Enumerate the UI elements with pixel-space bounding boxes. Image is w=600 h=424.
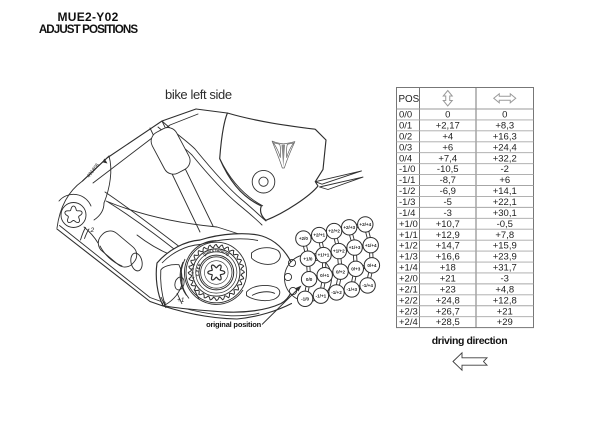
svg-text:1: 1	[195, 273, 200, 277]
svg-text:0: 0	[162, 301, 166, 308]
svg-text:+2/+3: +2/+3	[343, 225, 355, 230]
svg-text:+1/+1: +1/+1	[318, 253, 330, 258]
svg-text:+1/0: +1/0	[303, 256, 313, 261]
svg-text:+31,7: +31,7	[493, 263, 517, 274]
svg-text:+1: +1	[177, 297, 185, 304]
svg-text:+1/0: +1/0	[399, 219, 418, 230]
svg-text:+7,4: +7,4	[438, 153, 457, 164]
svg-text:-6,9: -6,9	[440, 186, 456, 197]
svg-text:-3: -3	[444, 208, 452, 219]
svg-text:0/+2: 0/+2	[336, 269, 346, 274]
svg-text:+2/1: +2/1	[399, 284, 418, 295]
svg-text:-1/0: -1/0	[399, 164, 415, 175]
svg-text:+30,1: +30,1	[493, 208, 517, 219]
svg-text:-1/+3: -1/+3	[346, 287, 357, 292]
svg-text:+6: +6	[442, 142, 453, 153]
svg-text:+8,3: +8,3	[495, 120, 514, 131]
svg-text:+2/+1: +2/+1	[313, 233, 325, 238]
svg-text:0/2: 0/2	[399, 131, 412, 142]
svg-text:+12,9: +12,9	[436, 230, 460, 241]
svg-text:+21: +21	[497, 306, 513, 317]
svg-text:0/0: 0/0	[306, 277, 313, 282]
svg-text:+22,1: +22,1	[493, 197, 517, 208]
svg-text:+2/2: +2/2	[399, 295, 418, 306]
svg-text:+12,8: +12,8	[493, 295, 517, 306]
svg-text:-8,7: -8,7	[440, 175, 456, 186]
svg-text:POS: POS	[399, 94, 420, 105]
svg-text:+23: +23	[440, 284, 456, 295]
svg-text:+1/1: +1/1	[399, 230, 418, 241]
svg-text:0/1: 0/1	[399, 120, 412, 131]
svg-text:3: 3	[196, 266, 202, 270]
svg-text:+1/+2: +1/+2	[333, 249, 345, 254]
svg-text:0/+3: 0/+3	[351, 266, 361, 271]
svg-text:+1/3: +1/3	[399, 252, 418, 263]
svg-text:+26,7: +26,7	[436, 306, 460, 317]
svg-text:+1/+4: +1/+4	[365, 243, 377, 248]
svg-text:-10,5: -10,5	[437, 164, 459, 175]
svg-text:+29: +29	[497, 317, 513, 328]
svg-text:+32,2: +32,2	[493, 153, 517, 164]
svg-text:0/4: 0/4	[399, 153, 412, 164]
svg-text:+15,9: +15,9	[493, 241, 517, 252]
svg-text:-1/+2: -1/+2	[331, 290, 342, 295]
svg-text:+1/2: +1/2	[399, 241, 418, 252]
svg-text:+16,3: +16,3	[493, 131, 517, 142]
svg-text:401806: 401806	[86, 162, 101, 179]
svg-text:+16,6: +16,6	[436, 252, 460, 263]
svg-text:-5: -5	[444, 197, 452, 208]
svg-text:0: 0	[502, 110, 507, 121]
svg-text:+6: +6	[499, 175, 510, 186]
svg-text:+2/+2: +2/+2	[328, 229, 340, 234]
svg-text:+1/+3: +1/+3	[349, 245, 361, 250]
svg-text:-1/1: -1/1	[399, 175, 415, 186]
svg-text:2: 2	[90, 227, 95, 234]
svg-text:+2/0: +2/0	[399, 273, 418, 284]
svg-text:+10,7: +10,7	[436, 219, 460, 230]
svg-text:0/+4: 0/+4	[367, 263, 377, 268]
svg-text:-1/3: -1/3	[399, 197, 415, 208]
svg-text:+21: +21	[440, 273, 456, 284]
svg-text:+14,7: +14,7	[436, 241, 460, 252]
svg-text:+2/0: +2/0	[299, 236, 309, 241]
svg-text:-1/4: -1/4	[399, 208, 415, 219]
svg-text:+24,4: +24,4	[493, 142, 517, 153]
svg-text:0/3: 0/3	[399, 142, 412, 153]
svg-text:-1/2: -1/2	[399, 186, 415, 197]
svg-text:+24,8: +24,8	[436, 295, 460, 306]
svg-text:+4,8: +4,8	[495, 284, 514, 295]
svg-text:-2: -2	[501, 164, 509, 175]
svg-text:+1/4: +1/4	[399, 263, 418, 274]
svg-text:+4: +4	[442, 131, 453, 142]
svg-text:-0,5: -0,5	[497, 219, 513, 230]
svg-text:0/0: 0/0	[399, 110, 412, 121]
svg-text:-1/0: -1/0	[301, 296, 309, 301]
svg-text:0: 0	[445, 110, 450, 121]
svg-text:-1/+1: -1/+1	[316, 293, 327, 298]
svg-text:+28,5: +28,5	[436, 317, 460, 328]
svg-text:+2/3: +2/3	[399, 306, 418, 317]
svg-text:gilles.tooling: gilles.tooling	[202, 248, 231, 257]
svg-text:+2/4: +2/4	[399, 317, 418, 328]
svg-text:+23,9: +23,9	[493, 252, 517, 263]
svg-text:+18: +18	[440, 263, 456, 274]
svg-text:-3: -3	[501, 273, 509, 284]
svg-text:4: 4	[196, 263, 202, 268]
svg-text:+7,8: +7,8	[495, 230, 514, 241]
svg-text:+2,17: +2,17	[436, 120, 460, 131]
svg-text:-1/+4: -1/+4	[362, 283, 373, 288]
svg-text:+14,1: +14,1	[493, 186, 517, 197]
svg-text:0/+1: 0/+1	[320, 273, 330, 278]
svg-text:+2/+4: +2/+4	[359, 222, 371, 227]
svg-text:2: 2	[195, 270, 200, 273]
